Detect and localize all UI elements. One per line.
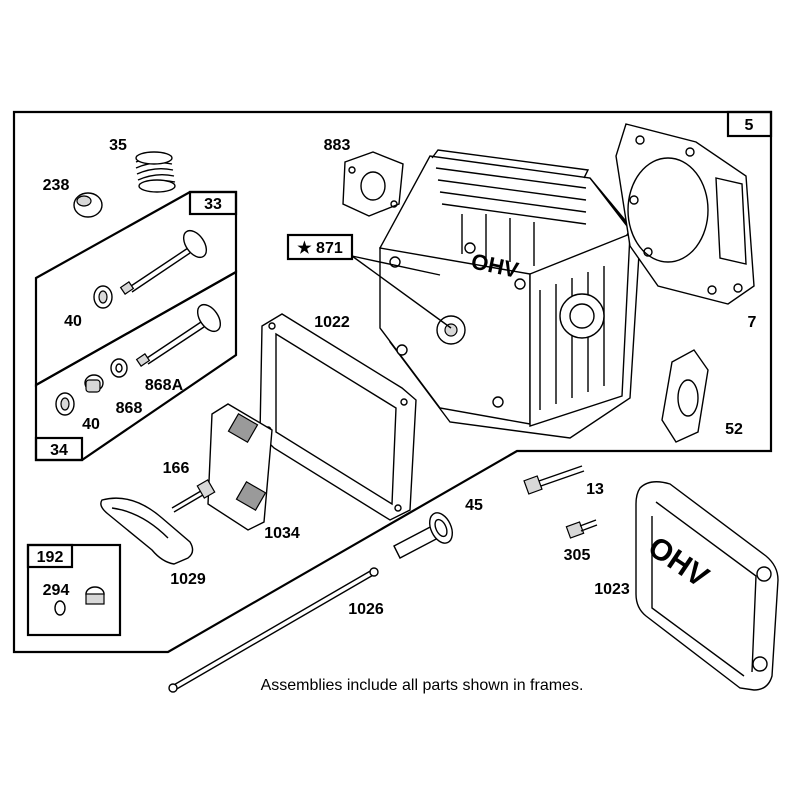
valve-cover-1023: OHV: [635, 481, 779, 691]
valve-cap-238: [73, 192, 103, 218]
part-label-1026: 1026: [348, 601, 384, 618]
part-label-238: 238: [43, 177, 70, 194]
head-gasket-7: [615, 123, 755, 305]
part-label-7: 7: [748, 314, 757, 331]
screw-305: [565, 519, 598, 539]
frame-label-5: 5: [745, 117, 754, 134]
leader-871-b: [351, 255, 452, 329]
part-label-35: 35: [109, 137, 127, 154]
valve-frame-34: [34, 270, 238, 462]
rocker-nut-294: [54, 586, 105, 616]
part-label-13: 13: [586, 481, 604, 498]
frame-tag-34: [34, 436, 84, 462]
part-label-40-upper: 40: [64, 313, 82, 330]
screw-13: [523, 465, 585, 495]
rocker-kit-frame-192: [26, 543, 122, 637]
part-label-868A: 868A: [145, 377, 184, 394]
part-label-305: 305: [564, 547, 591, 564]
breather-plate-1034: [207, 403, 273, 531]
exhaust-valve: [135, 303, 222, 367]
frame-tag-5: [726, 110, 773, 138]
part-label-1034: 1034: [264, 525, 300, 542]
valve-keeper-40b: [55, 392, 75, 416]
pushrod-guide-45: [393, 512, 454, 559]
frame-tag-192: [26, 543, 74, 569]
part-label-166: 166: [163, 460, 190, 477]
valve-washer-868A: [110, 358, 128, 378]
part-label-1023: 1023: [594, 581, 630, 598]
part-label-871: ★ 871: [297, 240, 343, 257]
leader-871-a: [351, 255, 441, 276]
cylinder-head: OHV: [379, 149, 641, 439]
valve-spring-35: [135, 151, 176, 193]
valve-seal-868: [84, 374, 104, 393]
frame-label-33: 33: [204, 196, 222, 213]
rocker-arm-1029: [100, 497, 194, 565]
callout-box-871: [286, 233, 354, 261]
part-label-40-lower: 40: [82, 416, 100, 433]
part-label-868: 868: [116, 400, 143, 417]
intake-valve: [119, 229, 208, 295]
frame-tag-33: [188, 190, 238, 216]
frame-label-192: 192: [37, 549, 64, 566]
valve-keeper-40a: [93, 285, 113, 309]
valve-frame-33: [34, 190, 238, 387]
exhaust-gasket-52: [661, 349, 709, 443]
part-label-1029: 1029: [170, 571, 206, 588]
part-label-883: 883: [324, 137, 351, 154]
assembly-footnote: Assemblies include all parts shown in fr…: [261, 677, 584, 694]
intake-gasket-883: [342, 151, 404, 217]
part-label-1022: 1022: [314, 314, 350, 331]
rocker-stud-166: [171, 479, 216, 513]
frame-label-34: 34: [50, 442, 68, 459]
pushrod-1026: [168, 567, 379, 693]
part-label-294: 294: [43, 582, 70, 599]
part-label-45: 45: [465, 497, 483, 514]
part-label-52: 52: [725, 421, 743, 438]
